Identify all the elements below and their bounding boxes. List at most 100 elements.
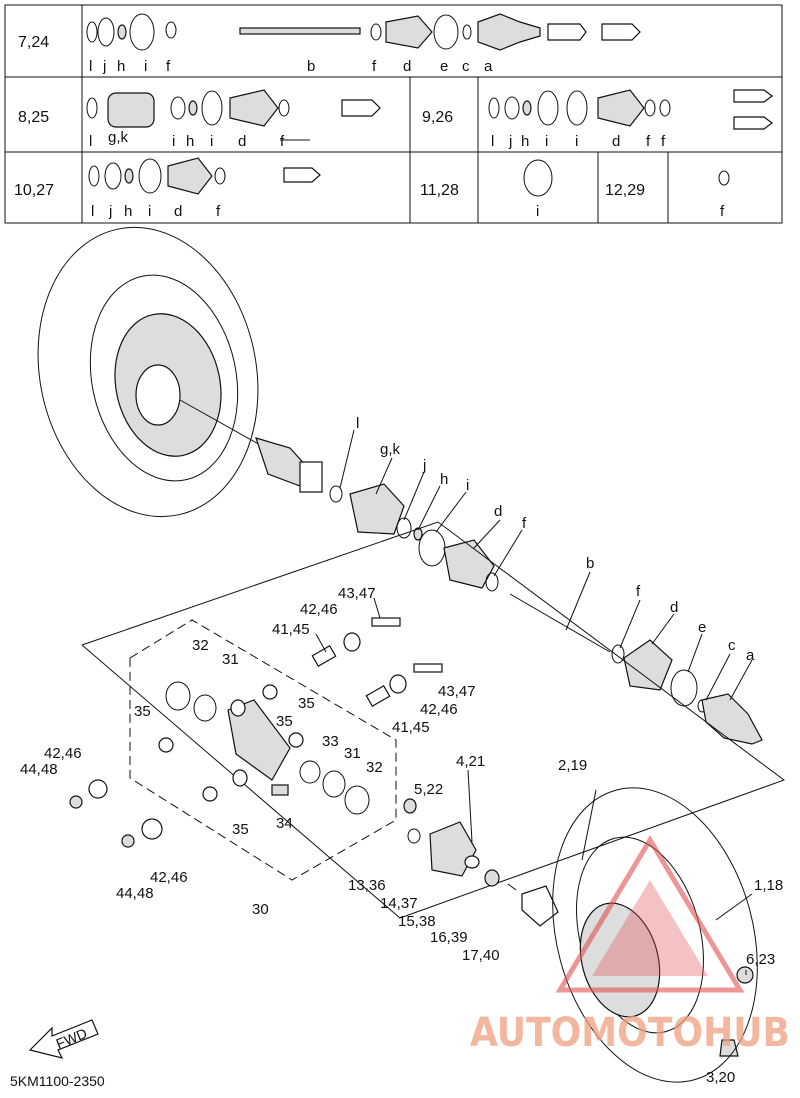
callout-5-22: 5,22 bbox=[414, 781, 443, 798]
r2-gk: g,k bbox=[108, 129, 129, 146]
callout-35-a: 35 bbox=[134, 703, 151, 720]
callout-42-46-b: 42,46 bbox=[420, 701, 458, 718]
callout-i: i bbox=[466, 477, 469, 494]
leader-lines bbox=[315, 429, 753, 975]
callout-d2: d bbox=[670, 599, 678, 616]
r5-i: i bbox=[536, 203, 539, 220]
r4-j: j bbox=[108, 203, 112, 220]
callout-33: 33 bbox=[322, 733, 339, 750]
callout-e: e bbox=[698, 619, 706, 636]
callout-35-c: 35 bbox=[276, 713, 293, 730]
r1-c: c bbox=[462, 58, 470, 75]
watermark-text: AUTOMOTOHUB bbox=[470, 1010, 790, 1056]
r4-f: f bbox=[216, 203, 221, 220]
callout-h: h bbox=[440, 471, 448, 488]
r2-d: d bbox=[238, 133, 246, 150]
r3-i2: i bbox=[575, 133, 578, 150]
r6-clamp-drawing bbox=[718, 170, 730, 186]
callout-b: b bbox=[586, 555, 594, 572]
r1-f: f bbox=[166, 58, 171, 75]
row-code-9-26: 9,26 bbox=[422, 109, 453, 126]
callout-42-46-d: 42,46 bbox=[150, 869, 188, 886]
kit-table: 7,24 8,25 9,26 10,27 11,28 12,29 l j h i… bbox=[4, 4, 783, 224]
callout-35-b: 35 bbox=[298, 695, 315, 712]
callout-13-36: 13,36 bbox=[348, 877, 386, 894]
callout-4-21: 4,21 bbox=[456, 753, 485, 770]
r4-h: h bbox=[124, 203, 132, 220]
hub-parts bbox=[403, 798, 754, 1057]
r3-j: j bbox=[508, 133, 512, 150]
callout-c: c bbox=[728, 637, 736, 654]
callout-f2: f bbox=[636, 583, 641, 600]
r6-f: f bbox=[720, 203, 725, 220]
r3-d: d bbox=[612, 133, 620, 150]
row3-parts-drawing bbox=[88, 157, 321, 195]
callout-31-b: 31 bbox=[344, 745, 361, 762]
r4-i: i bbox=[148, 203, 151, 220]
row-code-10-27: 10,27 bbox=[14, 182, 54, 199]
callout-a: a bbox=[746, 647, 755, 664]
r1-i: i bbox=[144, 58, 147, 75]
callout-gk: g,k bbox=[380, 441, 401, 458]
dashed-frame-arm bbox=[129, 619, 397, 881]
r5-clamp-drawing bbox=[523, 159, 553, 197]
callout-2-19: 2,19 bbox=[558, 757, 587, 774]
r3-f2: f bbox=[661, 133, 666, 150]
r3-f: f bbox=[646, 133, 651, 150]
r1-l: l bbox=[89, 58, 92, 75]
rear-tire-left bbox=[37, 226, 259, 518]
swingarm-parts bbox=[69, 617, 443, 848]
callout-44-48-a: 44,48 bbox=[20, 761, 58, 778]
callout-32-a: 32 bbox=[192, 637, 209, 654]
r2-f: f bbox=[280, 133, 285, 150]
callout-1-18: 1,18 bbox=[754, 877, 783, 894]
r3-i: i bbox=[545, 133, 548, 150]
fwd-arrow: FWD bbox=[28, 1019, 99, 1059]
callout-f1: f bbox=[522, 515, 527, 532]
callout-d1: d bbox=[494, 503, 502, 520]
callout-43-47-a: 43,47 bbox=[338, 585, 376, 602]
row1-parts-drawing bbox=[86, 13, 641, 51]
callout-3-20: 3,20 bbox=[706, 1069, 735, 1086]
row-code-11-28: 11,28 bbox=[420, 182, 459, 199]
r2-i: i bbox=[172, 133, 175, 150]
callout-17-40: 17,40 bbox=[462, 947, 500, 964]
callout-34: 34 bbox=[276, 815, 293, 832]
callout-41-45-b: 41,45 bbox=[392, 719, 430, 736]
r2-i2: i bbox=[210, 133, 213, 150]
row-code-12-29: 12,29 bbox=[605, 182, 645, 199]
r1-e: e bbox=[440, 58, 448, 75]
callout-43-47-b: 43,47 bbox=[438, 683, 476, 700]
callout-35-d: 35 bbox=[232, 821, 249, 838]
row-code-8-25: 8,25 bbox=[18, 109, 49, 126]
drawing-code: 5KM1100-2350 bbox=[10, 1073, 105, 1089]
callout-15-38: 15,38 bbox=[398, 913, 436, 930]
callout-42-46-c: 42,46 bbox=[44, 745, 82, 762]
r1-a: a bbox=[484, 58, 493, 75]
r1-d: d bbox=[403, 58, 411, 75]
r1-h: h bbox=[117, 58, 125, 75]
r2-l: l bbox=[89, 133, 92, 150]
row2-parts-drawing bbox=[86, 89, 381, 141]
callout-j: j bbox=[422, 457, 426, 474]
callout-6-23: 6,23 bbox=[746, 951, 775, 968]
drive-axle-assembly bbox=[179, 399, 763, 745]
callout-14-37: 14,37 bbox=[380, 895, 418, 912]
callout-30: 30 bbox=[252, 901, 269, 918]
callout-41-45-a: 41,45 bbox=[272, 621, 310, 638]
row-code-7-24: 7,24 bbox=[18, 34, 49, 51]
r1-b: b bbox=[307, 58, 315, 75]
callout-31-a: 31 bbox=[222, 651, 239, 668]
fwd-label: FWD bbox=[54, 1025, 90, 1052]
r1-j: j bbox=[102, 58, 106, 75]
r1-f2: f bbox=[372, 58, 377, 75]
r3-l: l bbox=[491, 133, 494, 150]
callout-42-46-a: 42,46 bbox=[300, 601, 338, 618]
row2-right-parts-drawing bbox=[488, 89, 773, 130]
r4-d: d bbox=[174, 203, 182, 220]
callout-l: l bbox=[356, 415, 359, 432]
callout-16-39: 16,39 bbox=[430, 929, 468, 946]
r3-h: h bbox=[521, 133, 529, 150]
r2-h: h bbox=[186, 133, 194, 150]
